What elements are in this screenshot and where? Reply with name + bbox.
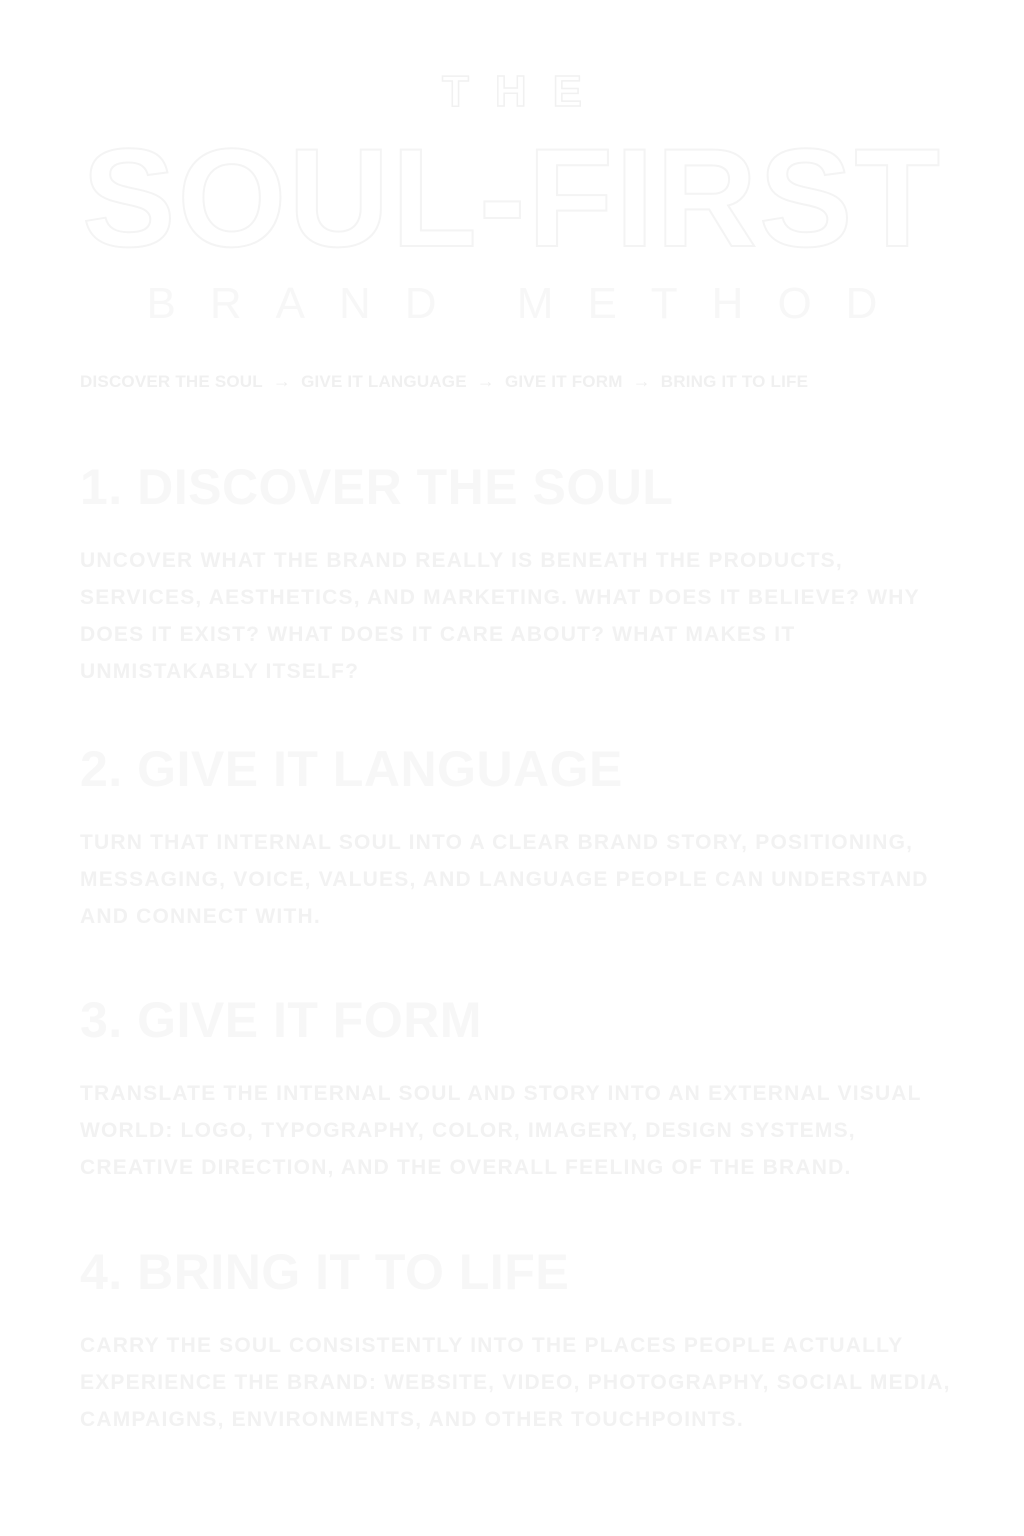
process-step-form: GIVE IT FORM bbox=[504, 371, 623, 391]
section-language: 2. GIVE IT LANGUAGE TURN THAT INTERNAL S… bbox=[80, 744, 960, 935]
section-body: TRANSLATE THE INTERNAL SOUL AND STORY IN… bbox=[80, 1082, 922, 1179]
section-title: 4. BRING IT TO LIFE bbox=[80, 1244, 570, 1300]
process-step-language: GIVE IT LANGUAGE bbox=[301, 371, 467, 391]
process-flow: DISCOVER THE SOUL → GIVE IT LANGUAGE → G… bbox=[80, 371, 950, 392]
section-body: TURN THAT INTERNAL SOUL INTO A CLEAR BRA… bbox=[80, 831, 929, 928]
section-title: 1. DISCOVER THE SOUL bbox=[80, 459, 674, 515]
arrow-right-icon: → bbox=[476, 371, 495, 391]
section-life: 4. BRING IT TO LIFE CARRY THE SOUL CONSI… bbox=[80, 1247, 960, 1438]
section-form: 3. GIVE IT FORM TRANSLATE THE INTERNAL S… bbox=[80, 995, 960, 1186]
process-step-discover: DISCOVER THE SOUL bbox=[80, 371, 263, 391]
page-subtitle: BRAND METHOD bbox=[146, 279, 912, 328]
section-title: 3. GIVE IT FORM bbox=[80, 992, 482, 1048]
section-body: CARRY THE SOUL CONSISTENTLY INTO THE PLA… bbox=[80, 1334, 951, 1431]
section-discover: 1. DISCOVER THE SOUL UNCOVER WHAT THE BR… bbox=[80, 462, 960, 690]
arrow-right-icon: → bbox=[272, 371, 292, 391]
arrow-right-icon: → bbox=[632, 371, 651, 391]
process-step-life: BRING IT TO LIFE bbox=[660, 371, 809, 391]
section-body: UNCOVER WHAT THE BRAND REALLY IS BENEATH… bbox=[80, 549, 920, 683]
header-the: THE bbox=[441, 67, 608, 116]
page-title: SOUL-FIRST bbox=[81, 119, 942, 276]
section-title: 2. GIVE IT LANGUAGE bbox=[80, 741, 623, 797]
